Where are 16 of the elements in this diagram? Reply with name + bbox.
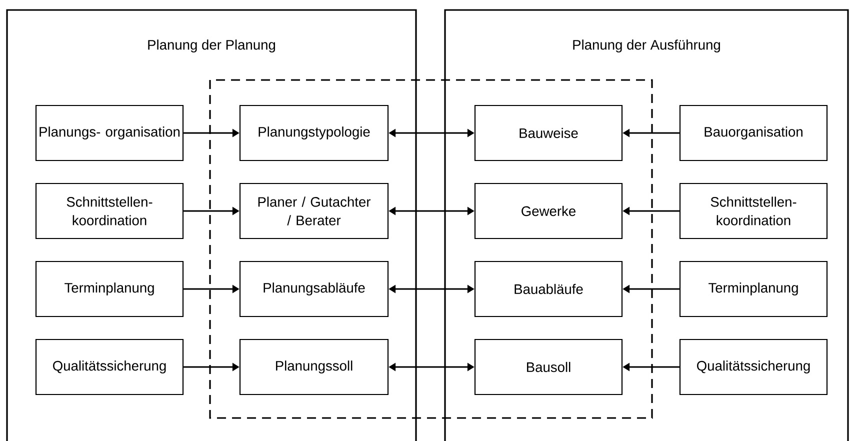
process-box: Schnittstellen- koordination: [679, 182, 828, 240]
process-box: Qualitätssicherung: [35, 338, 184, 396]
process-box: Qualitätssicherung: [679, 338, 828, 396]
process-box: Terminplanung: [35, 260, 184, 318]
process-box: Bausoll: [474, 338, 623, 396]
process-box: Planungsabläufe: [239, 260, 389, 318]
process-box: Schnittstellen- koordination: [35, 182, 184, 240]
process-box: Planungstypologie: [239, 104, 389, 162]
process-box: Terminplanung: [679, 260, 828, 318]
process-box: Planungs- organisation: [35, 104, 184, 162]
process-box: Bauorganisation: [679, 104, 828, 162]
process-box: Bauweise: [474, 104, 623, 162]
process-box: Planer / Gutachter / Berater: [239, 182, 389, 240]
process-box: Planungssoll: [239, 338, 389, 396]
process-box: Gewerke: [474, 182, 623, 240]
process-box: Bauabläufe: [474, 260, 623, 318]
